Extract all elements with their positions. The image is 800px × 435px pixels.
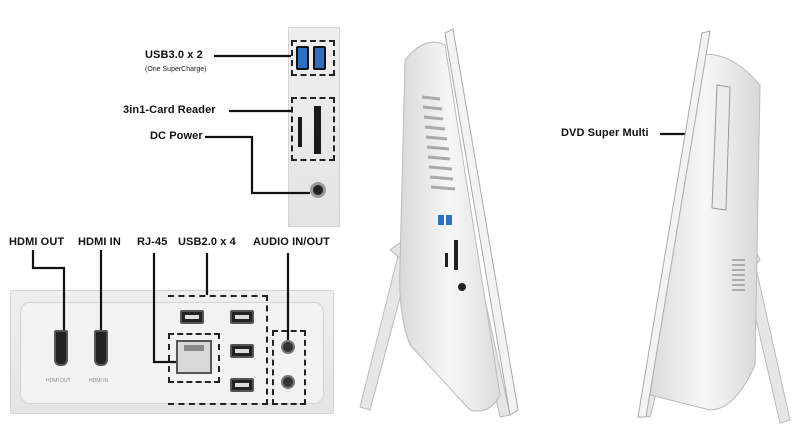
vent-slots (421, 95, 456, 191)
usb2-port (230, 344, 254, 358)
hdmi-in-label: HDMI IN (78, 236, 121, 248)
usb2-group (168, 295, 268, 405)
body-back (399, 41, 501, 412)
hdmi-out-tag: HDMI OUT (46, 378, 71, 384)
card-reader-group (291, 97, 335, 161)
usb3-note: (One SuperCharge) (145, 66, 207, 73)
usb2-port (180, 310, 204, 324)
audio-in-jack (281, 340, 295, 354)
usb2-port (230, 310, 254, 324)
hdmi-out-label: HDMI OUT (9, 236, 65, 248)
hdmi-out-port (54, 330, 68, 366)
usb3-port (296, 46, 309, 70)
dc-power-leader (205, 135, 310, 195)
usb3-group (291, 40, 335, 76)
front-bezel (637, 30, 711, 418)
dc-power-jack (310, 182, 326, 198)
vent-slots (732, 259, 745, 291)
side-dc-jack (458, 283, 466, 291)
dvd-drive (711, 84, 731, 211)
body-back (649, 53, 761, 411)
side-view-illustration (359, 28, 519, 418)
dc-power-label: DC Power (150, 130, 203, 142)
side-usb3-port (446, 215, 452, 225)
hdmi-in-tag: HDMI IN (89, 378, 109, 384)
card-slot-large (314, 106, 321, 154)
side-usb3-port (438, 215, 444, 225)
rj45-contacts (184, 345, 204, 351)
usb2-label: USB2.0 x 4 (178, 236, 236, 248)
rj45-label: RJ-45 (137, 236, 168, 248)
rj45-leader (152, 253, 176, 364)
card-reader-label: 3in1-Card Reader (123, 104, 216, 116)
usb3-port (313, 46, 326, 70)
card-slot-small (298, 117, 302, 147)
usb2-port (230, 378, 254, 392)
side-card-slot (454, 240, 458, 270)
hdmi-out-leader (31, 250, 66, 330)
side-card-slot (445, 253, 448, 267)
hdmi-in-port (94, 330, 108, 366)
rj45-group (168, 333, 220, 383)
dvd-side-view-illustration (637, 30, 791, 424)
front-bezel (444, 28, 519, 416)
audio-out-jack (281, 375, 295, 389)
usb3-label: USB3.0 x 2 (145, 49, 203, 61)
dvd-label: DVD Super Multi (561, 127, 649, 139)
audio-label: AUDIO IN/OUT (253, 236, 330, 248)
